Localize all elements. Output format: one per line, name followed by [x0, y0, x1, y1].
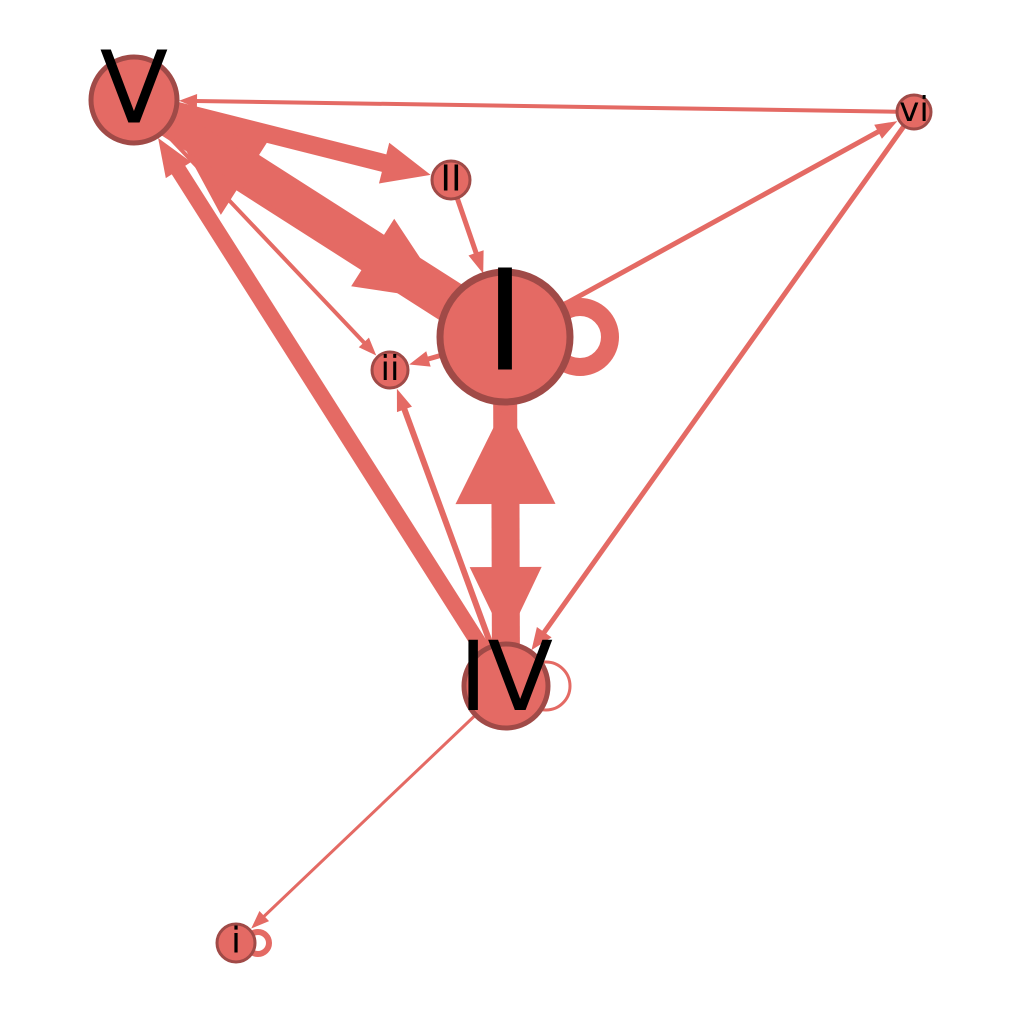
node-label: II: [440, 159, 461, 200]
edge-shaft: [400, 406, 501, 664]
node-label: IV: [459, 621, 553, 733]
node-label: I: [484, 241, 525, 404]
edge-shaft: [170, 164, 500, 670]
edge-IV-to-i: [251, 702, 489, 929]
edge-arrowhead: [378, 142, 431, 184]
node-I: I: [436, 241, 574, 406]
edge-V-to-I: [147, 101, 449, 301]
edge-arrowhead: [178, 93, 198, 108]
edge-V-to-II: [156, 97, 431, 184]
node-II: II: [430, 159, 472, 201]
edge-shaft: [156, 97, 389, 173]
node-label: V: [100, 30, 168, 147]
edge-shaft: [150, 117, 367, 346]
edge-shaft: [452, 189, 480, 256]
edge-shaft: [541, 118, 911, 636]
node-label: i: [231, 921, 241, 962]
node-circle: [88, 54, 180, 146]
edge-arrowhead: [158, 137, 192, 179]
node-V: V: [88, 30, 180, 147]
edge-IV-to-V: [158, 137, 500, 670]
edge-I-to-vi: [537, 121, 898, 321]
node-i: i: [215, 921, 257, 964]
edge-V-to-ii: [150, 117, 377, 356]
edge-shaft: [537, 128, 882, 321]
node-circle: [430, 159, 472, 201]
node-vi: vi: [895, 90, 933, 131]
self-loops-layer: [244, 298, 619, 957]
edge-IV-to-ii: [396, 388, 501, 664]
edge-arrowhead: [351, 218, 449, 301]
node-circle: [436, 268, 574, 406]
node-label: vi: [899, 90, 929, 130]
node-label: ii: [381, 349, 400, 389]
edge-arrowhead: [874, 121, 898, 139]
edge-shaft: [261, 702, 489, 919]
edge-arrowhead: [251, 911, 270, 929]
edge-IV-to-I: [455, 403, 556, 661]
edge-arrowhead: [531, 626, 552, 651]
node-ii: ii: [370, 349, 410, 390]
edge-shaft: [147, 101, 383, 267]
node-IV: IV: [459, 621, 553, 733]
node-circle: [895, 93, 933, 131]
edge-arrowhead: [396, 388, 412, 413]
edge-II-to-I: [452, 189, 484, 274]
node-circle: [215, 922, 257, 964]
edge-vi-to-V: [178, 93, 904, 114]
edge-arrowhead: [468, 250, 484, 274]
edge-shaft: [194, 98, 904, 114]
edge-arrowhead: [358, 337, 377, 356]
edges-layer: [147, 93, 911, 929]
edge-arrowhead: [409, 351, 431, 367]
edge-arrowhead: [455, 403, 556, 505]
edge-vi-to-IV: [531, 118, 911, 651]
node-circle: [461, 641, 551, 731]
node-circle: [370, 350, 410, 390]
